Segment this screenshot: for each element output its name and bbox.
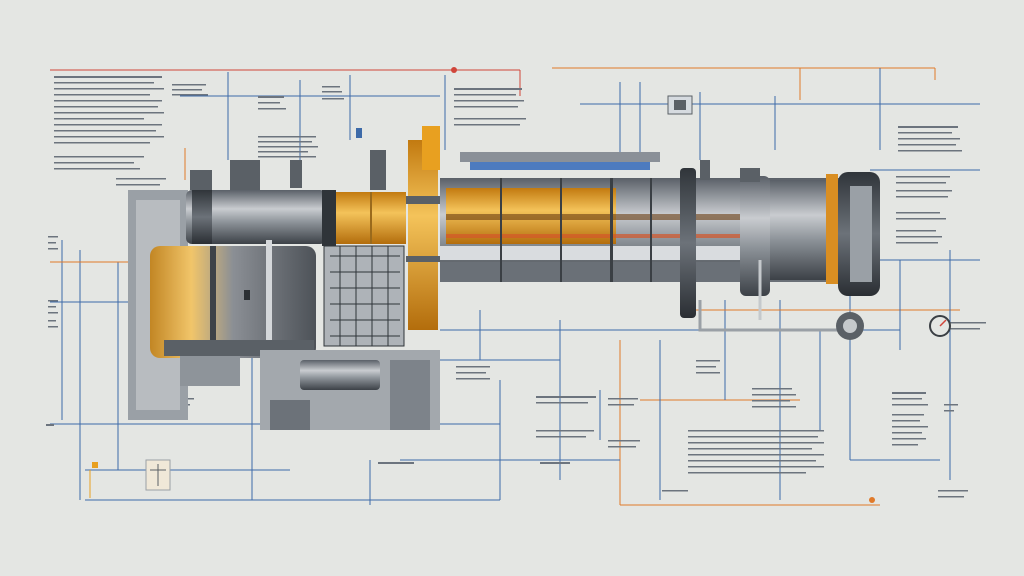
sensor-icon <box>667 95 693 115</box>
machine-body <box>128 126 880 430</box>
valve-icon <box>145 459 171 491</box>
gauge-icon <box>929 315 951 337</box>
annotation-text-blocks <box>46 76 986 498</box>
marker-dots <box>92 67 875 503</box>
